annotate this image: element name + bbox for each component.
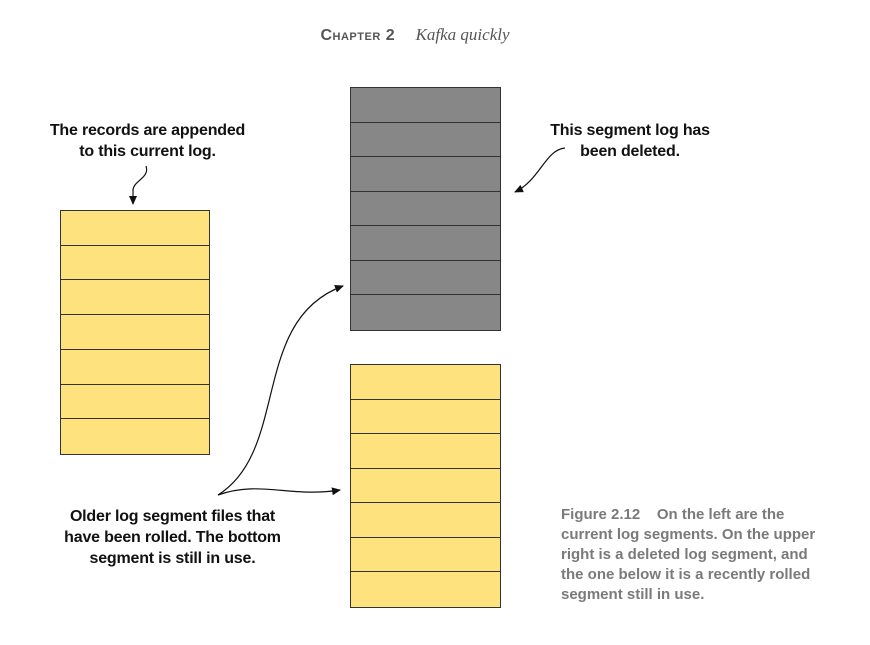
segment-record <box>351 157 500 192</box>
segment-record <box>61 350 209 385</box>
page-header: Chapter 2 Kafka quickly <box>0 25 830 45</box>
segment-record <box>351 261 500 296</box>
segment-record <box>61 280 209 316</box>
arrow-to-deleted-log <box>514 147 566 193</box>
segment-record <box>61 211 209 246</box>
older-label-line-1: Older log segment files that <box>69 508 276 525</box>
caption-line-2: current log segments. On the upper <box>561 526 816 543</box>
older-label-line-3: segment is still in use. <box>89 550 256 567</box>
segment-record <box>351 503 500 538</box>
appended-label-line-1: The records are appended <box>49 122 246 139</box>
arrow-to-current-log <box>129 165 148 205</box>
older-label-line-2: have been rolled. The bottom <box>64 529 281 546</box>
segment-record <box>351 123 500 158</box>
caption-line-1: On the left are the <box>656 506 785 523</box>
segment-record <box>61 246 209 281</box>
segment-record <box>351 434 500 469</box>
segment-record <box>351 538 500 573</box>
appended-label: The records are appended to this current… <box>40 120 255 162</box>
deleted-label-line-2: been deleted. <box>580 143 680 160</box>
segment-record <box>351 469 500 504</box>
deleted-label: This segment log has been deleted. <box>530 120 730 162</box>
segment-record <box>351 365 500 400</box>
deleted-label-line-1: This segment log has <box>550 122 710 139</box>
segment-record <box>351 400 500 435</box>
segment-record <box>61 385 209 420</box>
caption-line-4: the one below it is a recently rolled <box>561 566 811 583</box>
segment-record <box>351 226 500 261</box>
segment-record <box>61 315 209 350</box>
arrow-older-to-top <box>217 285 344 496</box>
caption-line-5: segment still in use. <box>561 586 705 603</box>
arrow-older-to-rolled <box>217 487 341 496</box>
rolled-log-segment <box>350 364 501 608</box>
segment-record <box>351 88 500 123</box>
older-segments-label: Older log segment files that have been r… <box>45 506 300 569</box>
figure-number: Figure 2.12 <box>561 506 641 523</box>
chapter-label: Chapter 2 <box>320 27 396 44</box>
appended-label-line-2: to this current log. <box>79 143 216 160</box>
figure-caption: Figure 2.12 On the left are the current … <box>561 505 861 605</box>
segment-record <box>351 192 500 227</box>
caption-line-3: right is a deleted log segment, and <box>561 546 808 563</box>
current-log-segment <box>60 210 210 455</box>
chapter-title: Kafka quickly <box>415 25 510 44</box>
deleted-log-segment <box>350 87 501 331</box>
